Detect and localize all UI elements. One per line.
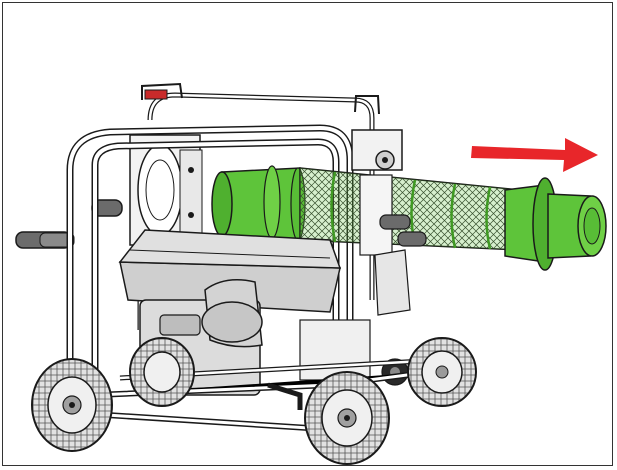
wheel-rear-left [129,337,195,407]
wheel-front-left [31,358,113,452]
fan-housing [129,134,203,246]
arrow-right-icon [471,138,598,172]
left-side-handles [15,199,123,249]
filter-cartridge [211,165,607,271]
front-frame [66,124,354,425]
wheel-front-right [304,371,390,465]
red-tag [144,89,168,100]
top-lift-handle [141,82,380,115]
wheel-rear-right [407,337,477,407]
right-mount-bracket [351,129,427,256]
